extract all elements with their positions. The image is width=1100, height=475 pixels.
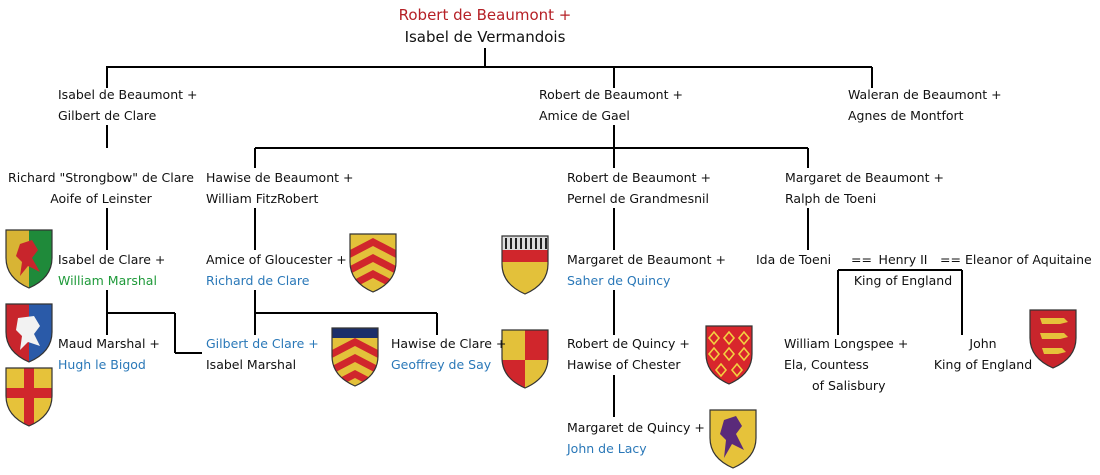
root-couple: Robert de Beaumont + Isabel de Vermandoi… [380, 4, 590, 48]
spouse-name: Saher de Quincy [567, 273, 671, 288]
couple-amice-richard: Amice of Gloucester + Richard de Clare [206, 249, 347, 291]
couple-margaret-john: Margaret de Quincy + John de Lacy [567, 417, 705, 459]
person-name: Margaret de Beaumont + [567, 252, 726, 267]
person-name: William Longspee + [784, 336, 909, 351]
spouse-name: Richard de Clare [206, 273, 310, 288]
person-ida: Ida de Toeni [756, 249, 831, 270]
marriage-link: == [940, 252, 961, 267]
person-name: John [969, 336, 997, 351]
couple-robert-hawise: Robert de Quincy + Hawise of Chester [567, 333, 690, 375]
spouse-name: Hugh le Bigod [58, 357, 146, 372]
shield-lacy-icon [709, 409, 757, 469]
shield-marshal-icon [5, 229, 53, 289]
couple-margaret-saher: Margaret de Beaumont + Saher de Quincy [567, 249, 726, 291]
couple-gilbert-isabel: Gilbert de Clare + Isabel Marshal [206, 333, 319, 375]
person-john: John King of England [930, 333, 1036, 375]
spouse-name: Aoife of Leinster [50, 191, 152, 206]
person-name: Hawise de Beaumont + [206, 170, 354, 185]
spouse-name: Gilbert de Clare [58, 108, 157, 123]
person-name: Amice of Gloucester + [206, 252, 347, 267]
person-name: Eleanor of Aquitaine [965, 252, 1092, 267]
root-spouse: Isabel de Vermandois [404, 28, 566, 46]
person-name: Hawise de Clare + [391, 336, 507, 351]
couple-hawise-geoffrey: Hawise de Clare + Geoffrey de Say [391, 333, 506, 375]
spouse-name: Agnes de Montfort [848, 108, 964, 123]
spouse-name: Geoffrey de Say [391, 357, 492, 372]
spouse-name: Pernel de Grandmesnil [567, 191, 709, 206]
person-name: Robert de Beaumont + [567, 170, 711, 185]
spouse-name: Isabel Marshal [206, 357, 297, 372]
couple-waleran-agnes: Waleran de Beaumont + Agnes de Montfort [848, 84, 1002, 126]
person-name: Gilbert de Clare + [206, 336, 319, 351]
person-name: Margaret de Beaumont + [785, 170, 944, 185]
person-name: Richard "Strongbow" de Clare [8, 170, 194, 185]
spouse-name: Ralph de Toeni [785, 191, 877, 206]
person-name: Robert de Beaumont + [539, 87, 683, 102]
couple-robert-amice: Robert de Beaumont + Amice de Gael [539, 84, 683, 126]
person-name: Henry II [878, 252, 928, 267]
shield-quincy-icon [705, 325, 753, 385]
root-name: Robert de Beaumont + [398, 6, 572, 24]
person-name: Isabel de Beaumont + [58, 87, 198, 102]
person-title: King of England [853, 273, 953, 288]
shield-bigod-icon [5, 303, 53, 363]
shield-say-icon [501, 329, 549, 389]
shield-bigod-cross-icon [5, 367, 53, 427]
person-name: Robert de Quincy + [567, 336, 690, 351]
person-title: King of England [933, 357, 1033, 372]
marriage-link: == [851, 252, 872, 267]
person-name: Ida de Toeni [756, 252, 832, 267]
couple-maud-hugh: Maud Marshal + Hugh le Bigod [58, 333, 160, 375]
spouse-name: Amice de Gael [539, 108, 630, 123]
person-eleanor: Eleanor of Aquitaine [965, 249, 1092, 270]
person-name: Maud Marshal + [58, 336, 160, 351]
couple-hawise-william: Hawise de Beaumont + William FitzRobert [206, 167, 353, 209]
couple-robert-pernel: Robert de Beaumont + Pernel de Grandmesn… [567, 167, 711, 209]
couple-isabel-william: Isabel de Clare + William Marshal [58, 249, 165, 291]
spouse-name: William Marshal [58, 273, 157, 288]
spouse-name: Ela, Countess [784, 357, 869, 372]
person-name: Isabel de Clare + [58, 252, 166, 267]
spouse-name: Hawise of Chester [567, 357, 681, 372]
couple-isabel-gilbert: Isabel de Beaumont + Gilbert de Clare [58, 84, 197, 126]
couple-william-ela: William Longspee + Ela, Countess of Sali… [784, 333, 908, 396]
person-name: Waleran de Beaumont + [848, 87, 1002, 102]
shield-clare-icon [331, 327, 379, 387]
couple-margaret-ralph: Margaret de Beaumont + Ralph de Toeni [785, 167, 944, 209]
person-name: Margaret de Quincy + [567, 420, 705, 435]
spouse-title: of Salisbury [812, 378, 886, 393]
person-henry: Henry II King of England [850, 249, 956, 291]
spouse-name: William FitzRobert [206, 191, 319, 206]
couple-richard-aoife: Richard "Strongbow" de Clare Aoife of Le… [4, 167, 198, 209]
shield-clare-chevrons-icon [349, 233, 397, 293]
shield-england-icon [1029, 309, 1077, 369]
spouse-name: John de Lacy [567, 441, 647, 456]
shield-quincy-old-icon [501, 235, 549, 295]
